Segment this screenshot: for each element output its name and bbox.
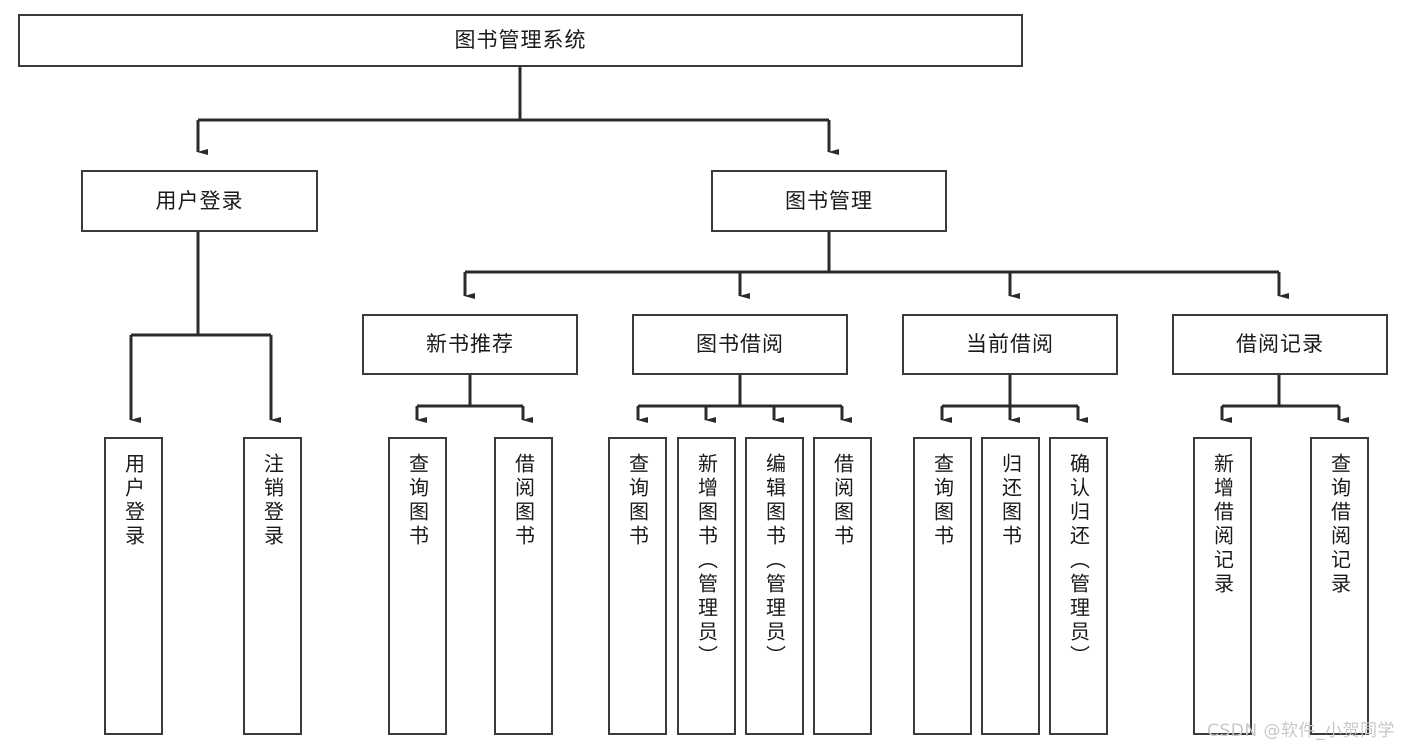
- node-book-manage[interactable]: 图书管理: [711, 170, 947, 232]
- node-root-label: 图书管理系统: [454, 28, 587, 53]
- leaf-add-book-label: 新增图书（管理员）: [694, 453, 719, 669]
- node-new-book-recommend-label: 新书推荐: [426, 332, 514, 357]
- leaf-borrow-book-2-label: 借阅图书: [830, 453, 855, 549]
- leaf-query-book-2[interactable]: 查询图书: [608, 437, 667, 735]
- node-new-book-recommend[interactable]: 新书推荐: [362, 314, 578, 375]
- leaf-borrow-book-2[interactable]: 借阅图书: [813, 437, 872, 735]
- leaf-user-login[interactable]: 用户登录: [104, 437, 163, 735]
- watermark: CSDN @软件_小贺同学: [1207, 721, 1395, 741]
- node-book-borrow[interactable]: 图书借阅: [632, 314, 848, 375]
- node-user-login[interactable]: 用户登录: [81, 170, 318, 232]
- leaf-confirm-return-label: 确认归还（管理员）: [1066, 453, 1091, 669]
- node-current-borrow[interactable]: 当前借阅: [902, 314, 1118, 375]
- leaf-borrow-book-1[interactable]: 借阅图书: [494, 437, 553, 735]
- leaf-edit-book[interactable]: 编辑图书（管理员）: [745, 437, 804, 735]
- node-user-login-label: 用户登录: [155, 188, 244, 213]
- node-root[interactable]: 图书管理系统: [18, 14, 1023, 67]
- leaf-query-record-label: 查询借阅记录: [1327, 453, 1352, 597]
- node-current-borrow-label: 当前借阅: [966, 332, 1054, 357]
- leaf-borrow-book-1-label: 借阅图书: [511, 453, 536, 549]
- leaf-query-book-2-label: 查询图书: [625, 453, 650, 549]
- leaf-query-record[interactable]: 查询借阅记录: [1310, 437, 1369, 735]
- leaf-logout-login-label: 注销登录: [260, 453, 285, 549]
- leaf-user-login-label: 用户登录: [121, 453, 146, 549]
- leaf-return-book-label: 归还图书: [998, 453, 1023, 549]
- leaf-return-book[interactable]: 归还图书: [981, 437, 1040, 735]
- node-book-manage-label: 图书管理: [785, 188, 873, 213]
- node-borrow-record-label: 借阅记录: [1236, 332, 1324, 357]
- leaf-add-record-label: 新增借阅记录: [1210, 453, 1235, 597]
- leaf-confirm-return[interactable]: 确认归还（管理员）: [1049, 437, 1108, 735]
- leaf-edit-book-label: 编辑图书（管理员）: [762, 453, 787, 669]
- node-borrow-record[interactable]: 借阅记录: [1172, 314, 1388, 375]
- leaf-query-book-1[interactable]: 查询图书: [388, 437, 447, 735]
- leaf-add-record[interactable]: 新增借阅记录: [1193, 437, 1252, 735]
- leaf-query-book-3[interactable]: 查询图书: [913, 437, 972, 735]
- node-book-borrow-label: 图书借阅: [696, 332, 784, 357]
- leaf-query-book-1-label: 查询图书: [405, 453, 430, 549]
- leaf-query-book-3-label: 查询图书: [930, 453, 955, 549]
- leaf-logout-login[interactable]: 注销登录: [243, 437, 302, 735]
- leaf-add-book[interactable]: 新增图书（管理员）: [677, 437, 736, 735]
